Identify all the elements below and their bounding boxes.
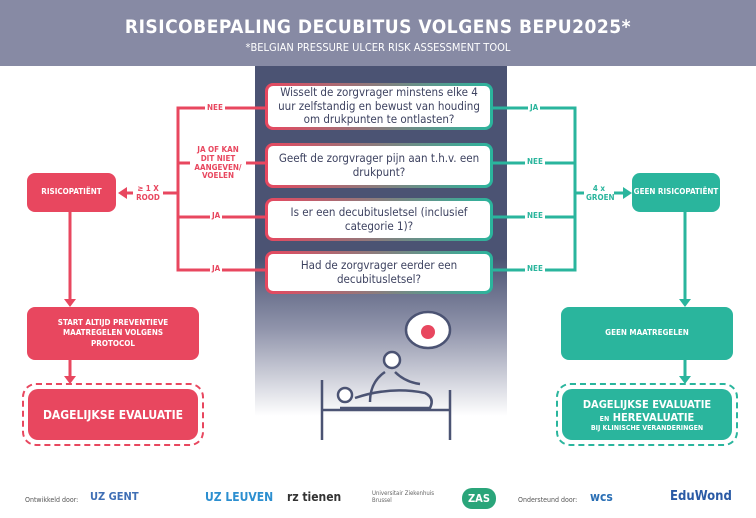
evaluation-daily-label: DAGELIJKSE EVALUATIE [28, 389, 198, 440]
result-risk-patient: RISICOPATIËNT [27, 173, 116, 212]
evaluation-line1: DAGELIJKSE EVALUATIE [582, 397, 712, 411]
red-arrow-left [118, 187, 127, 199]
answer-red-2: JA OF KAN DIT NIET AANGEVEN/ VOELEN [190, 145, 246, 182]
result-no-risk-patient: GEEN RISICOPATIËNT [632, 173, 720, 212]
logo-rz-tienen: rz tienen [287, 490, 342, 504]
answer-green-3: NEE [525, 211, 545, 221]
question-1: Wisselt de zorgvrager minstens elke 4 uu… [265, 83, 493, 130]
logo-wcs: wcs [590, 490, 613, 504]
question-2: Geeft de zorgvrager pijn aan t.h.v. een … [265, 143, 493, 188]
page-subtitle: *BELGIAN PRESSURE ULCER RISK ASSESSMENT … [245, 41, 511, 54]
condition-green: 4 x GROEN [584, 184, 615, 203]
evaluation-daily-red: DAGELIJKSE EVALUATIE [22, 383, 204, 446]
answer-red-3: JA [210, 211, 223, 221]
answer-green-1: JA [528, 103, 541, 113]
patient-illustration-icon [320, 310, 452, 440]
question-3: Is er een decubitusletsel (inclusief cat… [265, 198, 493, 241]
logo-zas: ZAS [462, 488, 496, 509]
evaluation-line2: HEREVALUATIE [612, 410, 695, 424]
answer-green-2: NEE [525, 157, 545, 167]
supported-by-label: Ondersteund door: [518, 496, 578, 504]
header: RISICOBEPALING DECUBITUS VOLGENS BEPU202… [0, 0, 756, 66]
evaluation-en: EN [599, 414, 610, 423]
footer: Ontwikkeld door: UZ GENT UZ LEUVEN rz ti… [0, 486, 756, 518]
condition-red: ≥ 1 X ROOD [133, 184, 163, 203]
teal-arrow-right [623, 187, 632, 199]
answer-green-4: NEE [525, 264, 545, 274]
answer-red-1: NEE [205, 103, 225, 113]
logo-uz-brussel: Universitair Ziekenhuis Brussel [372, 490, 435, 504]
logo-uz-gent: UZ GENT [90, 490, 139, 503]
action-preventive-measures: START ALTIJD PREVENTIEVE MAATREGELEN VOL… [27, 307, 199, 360]
evaluation-line3: BIJ KLINISCHE VERANDERINGEN [590, 423, 704, 432]
question-4: Had de zorgvrager eerder een decubitusle… [265, 251, 493, 294]
action-no-measures: GEEN MAATREGELEN [561, 307, 733, 360]
developed-by-label: Ontwikkeld door: [25, 496, 79, 504]
answer-red-4: JA [210, 264, 223, 274]
logo-uz-leuven: UZ LEUVEN [205, 490, 274, 504]
logo-eduwond: EduWond [670, 489, 732, 504]
evaluation-daily-teal: DAGELIJKSE EVALUATIE EN HEREVALUATIE BIJ… [556, 383, 738, 446]
page-title: RISICOBEPALING DECUBITUS VOLGENS BEPU202… [124, 16, 632, 38]
